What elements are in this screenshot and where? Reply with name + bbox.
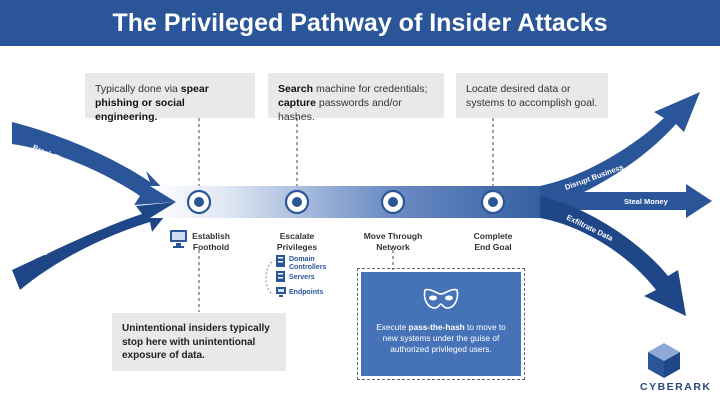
stage-foothold-line2: Foothold [192,242,230,252]
note-goal-text: Locate desired data or systems to accomp… [466,83,598,109]
target-domain-line1: Domain [289,256,315,263]
stage-goal-line2: End Goal [474,242,512,252]
arrow-use-inside-access [12,202,176,290]
stage-marker-foothold [186,189,212,215]
pth-pre: Execute [376,322,409,332]
stage-marker-network [380,189,406,215]
stage-label-foothold: Establish Foothold [186,231,236,253]
stage-escalate-line1: Escalate [279,231,315,241]
stage-label-goal: Complete End Goal [463,231,523,253]
note-goal: Locate desired data or systems to accomp… [456,73,608,118]
pth-post: to move to new systems under the guise o… [382,322,506,354]
note-insiders-text: Unintentional insiders typically stop he… [122,323,270,361]
arrow-label-steal: Steal Money [624,197,669,206]
target-servers-label: Servers [289,274,315,281]
domain-controllers-icon [276,255,285,267]
target-domain-line2: Controllers [289,264,327,271]
title-bar: The Privileged Pathway of Insider Attack… [0,0,720,46]
target-domain-controllers: Domain Controllers [289,256,326,272]
pass-the-hash-box: Execute pass-the-hash to move to new sys… [357,268,525,380]
arrow-break-through-perimeter [12,122,176,205]
stage-goal-line1: Complete [473,231,513,241]
stage-label-escalate: Escalate Privileges [272,231,322,253]
target-endpoints-label: Endpoints [289,289,324,296]
stage-marker-escalate [284,189,310,215]
pass-the-hash-text: Execute pass-the-hash to move to new sys… [369,322,513,355]
note-foothold: Typically done via spear phishing or soc… [85,73,255,123]
servers-icon [276,271,285,282]
stage-label-network: Move Through Network [358,231,428,253]
target-endpoints: Endpoints [289,289,323,297]
note-escalate-post: passwords and/or hashes. [278,97,402,123]
computer-icon [170,230,187,248]
endpoints-icon [276,287,286,297]
note-escalate-bold2: capture [278,97,316,109]
stage-network-line1: Move Through [363,231,423,241]
note-foothold-bold: spear phishing or social engineering. [95,83,209,123]
target-servers: Servers [289,274,315,282]
note-foothold-text: Typically done via [95,83,181,95]
mask-icon [423,288,459,309]
note-insiders: Unintentional insiders typically stop he… [112,313,286,371]
arrow-disrupt-business [540,92,700,210]
cycle-arrow-icon [265,261,273,295]
note-escalate-mid: machine for credentials; [313,83,428,95]
arrow-exfiltrate-data [540,196,686,316]
stage-network-line2: Network [376,242,410,252]
arrow-steal-money [548,184,712,218]
stage-foothold-line1: Establish [192,231,230,241]
brand-name: CYBERARK [640,381,712,393]
note-escalate-bold1: Search [278,83,314,95]
stage-marker-goal [480,189,506,215]
page-title: The Privileged Pathway of Insider Attack… [112,8,608,37]
pth-bold: pass-the-hash [408,322,465,332]
cyberark-logo-icon [648,343,680,378]
note-escalate: Search machine for credentials; capture … [268,73,444,123]
stage-escalate-line2: Privileges [276,242,318,252]
pathway-band [150,186,572,218]
